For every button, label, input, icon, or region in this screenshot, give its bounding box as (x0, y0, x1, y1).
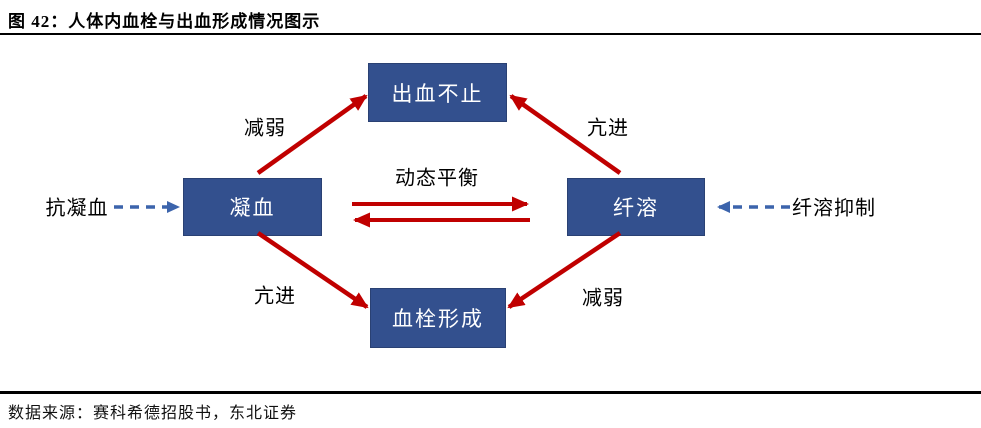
node-fibrinolysis-label: 纤溶 (613, 196, 659, 220)
node-coagulation: 凝血 (183, 178, 322, 236)
node-bleeding-unstopped-label: 出血不止 (391, 81, 484, 106)
footer-rule (0, 391, 981, 394)
node-fibrinolysis: 纤溶 (567, 178, 705, 236)
label-dynamic-balance: 动态平衡 (395, 167, 479, 190)
label-fibrinolysis-inhibition: 纤溶抑制 (792, 197, 876, 220)
label-hyperactive-bottom-left: 亢进 (254, 285, 296, 308)
node-thrombosis: 血栓形成 (370, 288, 506, 348)
node-bleeding-unstopped: 出血不止 (368, 63, 507, 122)
node-thrombosis-label: 血栓形成 (392, 307, 484, 331)
title-underline (0, 33, 981, 35)
label-weaken-bottom-right: 减弱 (582, 287, 624, 310)
label-anticoagulation: 抗凝血 (45, 197, 109, 220)
data-source: 数据来源：赛科希德招股书，东北证券 (8, 405, 298, 422)
figure-title: 图 42：人体内血栓与出血形成情况图示 (8, 12, 321, 31)
label-hyperactive-top-right: 亢进 (587, 117, 629, 140)
label-weaken-top-left: 减弱 (244, 117, 286, 140)
node-coagulation-label: 凝血 (229, 196, 276, 220)
